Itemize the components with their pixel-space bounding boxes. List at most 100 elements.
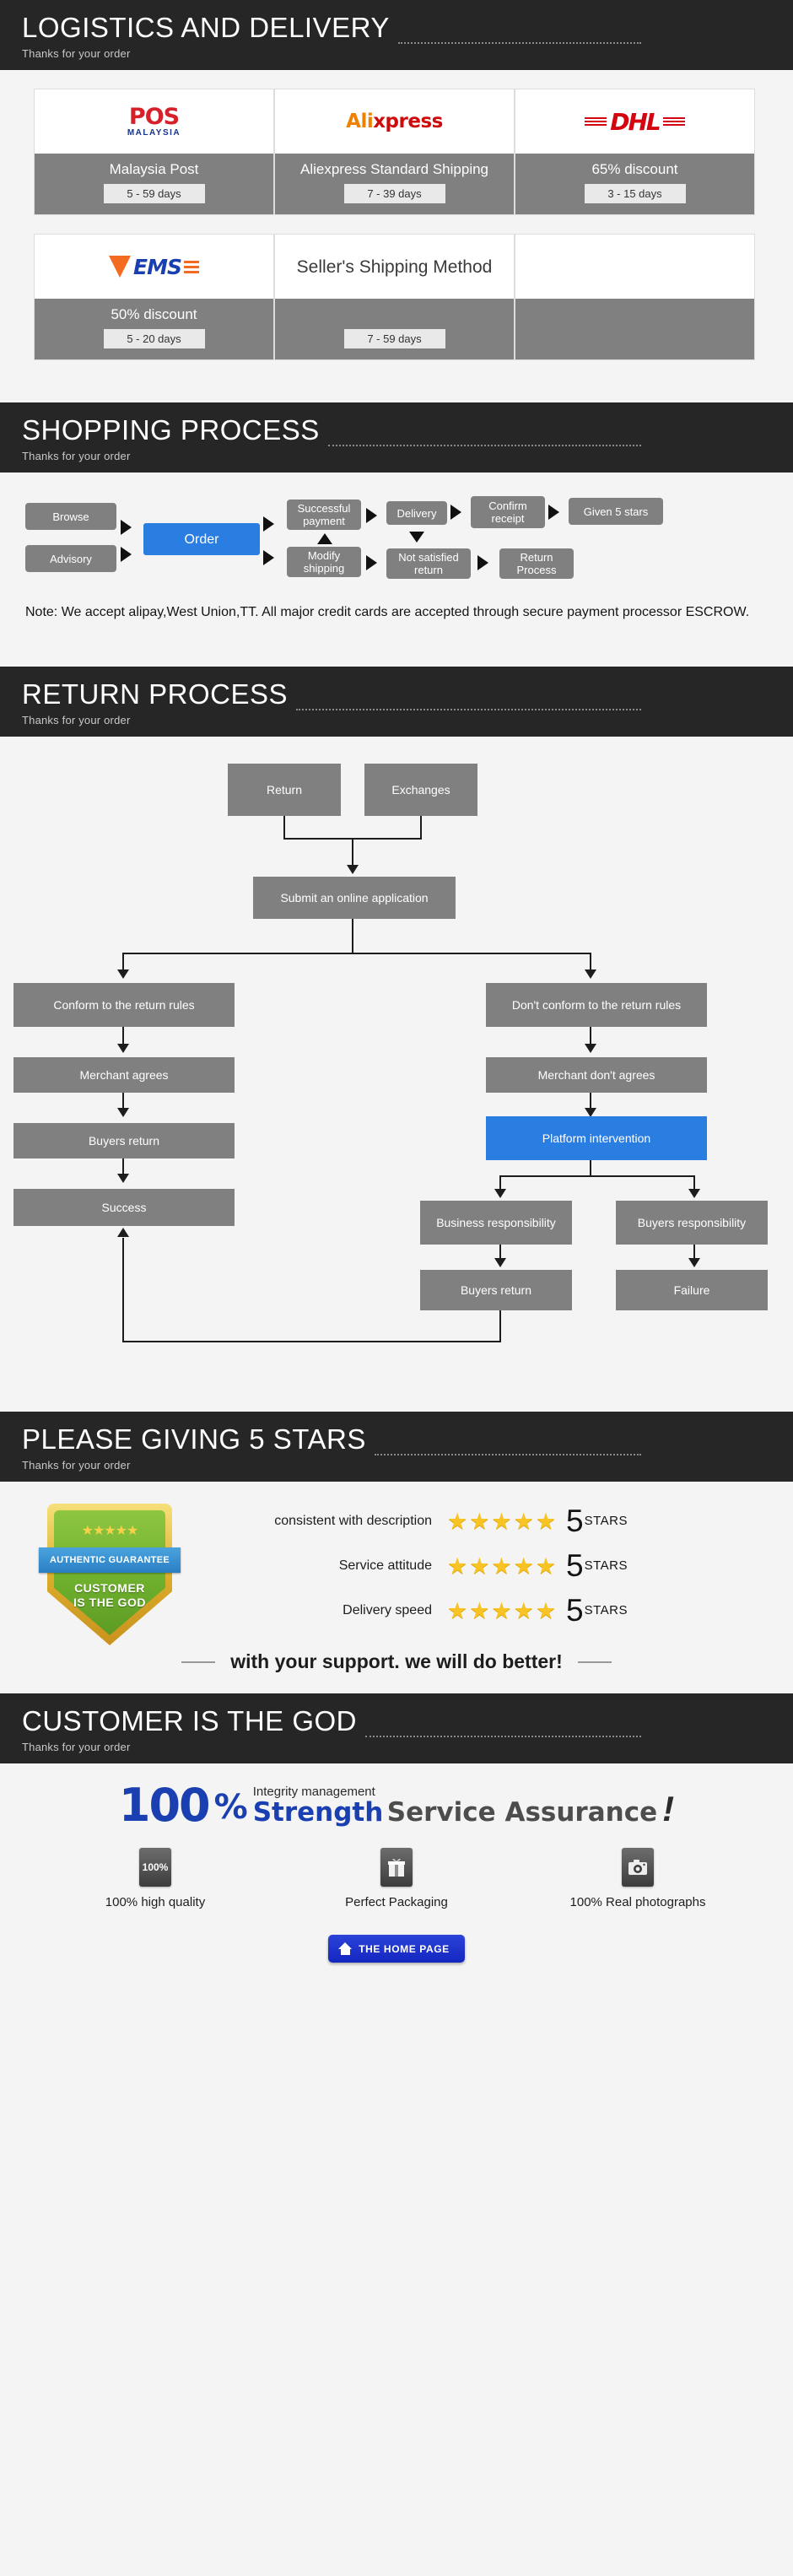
banner-subtitle: Thanks for your order: [22, 450, 131, 462]
divider-right: [577, 1661, 612, 1663]
arrow-down: [688, 1258, 700, 1267]
arrow-delivery-to-confirm: [450, 505, 461, 520]
badge-ribbon-text: AUTHENTIC GUARANTEE: [39, 1547, 181, 1573]
rating-unit: STARS: [584, 1558, 628, 1573]
ems-logo: EMS: [35, 235, 273, 299]
title-dotted-rule: [296, 699, 641, 710]
connector: [122, 953, 590, 954]
flow-node-browse: Browse: [25, 503, 116, 530]
arrow-order-to-payment: [263, 516, 274, 532]
arrow-down: [585, 1108, 596, 1117]
connector: [122, 1238, 124, 1342]
integrity-management-text: Integrity management: [252, 1785, 375, 1799]
divider-left: [181, 1661, 216, 1663]
connector: [499, 1310, 501, 1342]
flow-node-buyers-return-left: Buyers return: [13, 1123, 235, 1158]
shipping-option-aliexpress[interactable]: Alixpress Aliexpress Standard Shipping 7…: [274, 89, 515, 215]
connector: [499, 1245, 501, 1260]
connector: [352, 838, 353, 868]
home-page-button[interactable]: THE HOME PAGE: [328, 1935, 465, 1963]
flow-node-return: Return: [228, 764, 341, 816]
pos-logo-main: POS: [128, 104, 180, 130]
rating-value: 5: [566, 1548, 584, 1583]
table-row: POS MALAYSIA Malaysia Post 5 - 59 days A…: [34, 89, 759, 215]
connector: [590, 1093, 591, 1111]
pos-malaysia-logo: POS MALAYSIA: [35, 89, 273, 154]
feature-label: 100% high quality: [105, 1895, 206, 1909]
shipping-option-name: 50% discount: [111, 306, 197, 322]
sellers-shipping-method-text: Seller's Shipping Method: [296, 257, 493, 277]
payment-note: Note: We accept alipay,West Union,TT. Al…: [0, 599, 793, 645]
arrow-modify-to-notsatisfied: [366, 555, 377, 570]
rating-row: consistent with description ★★★★★ 5 STAR…: [194, 1505, 768, 1536]
arrow-browse-to-order: [121, 520, 132, 535]
badge-caption: CUSTOMER IS THE GOD: [47, 1581, 172, 1610]
section-banner-logistics: LOGISTICS AND DELIVERY Thanks for your o…: [0, 0, 793, 70]
rating-label: Service attitude: [338, 1558, 432, 1573]
rating-row: Service attitude ★★★★★ 5 STARS: [194, 1550, 768, 1581]
strength-text: Strength: [252, 1797, 384, 1828]
shipping-option-name: 65% discount: [591, 161, 678, 177]
title-dotted-rule: [374, 1444, 641, 1455]
rating-value: 5: [566, 1593, 584, 1628]
arrow-down: [585, 969, 596, 979]
rating-value: 5: [566, 1504, 584, 1538]
support-message: with your support. we will do better!: [0, 1650, 793, 1685]
flow-node-order: Order: [143, 523, 260, 555]
connector: [590, 1027, 591, 1047]
flow-node-dont-conform: Don't conform to the return rules: [486, 983, 707, 1027]
shipping-option-sellers-method[interactable]: Seller's Shipping Method 7 - 59 days: [274, 234, 515, 360]
connector: [590, 1160, 591, 1177]
flow-node-modify-shipping: Modify shipping: [287, 547, 361, 577]
arrow-advisory-to-order: [121, 547, 132, 562]
flow-node-platform-intervention: Platform intervention: [486, 1116, 707, 1160]
page-title: CUSTOMER IS THE GOD: [22, 1705, 357, 1736]
rating-label: consistent with description: [274, 1513, 432, 1528]
guarantee-headline: 100 % Integrity management Strength Serv…: [0, 1783, 793, 1828]
arrow-modify-to-payment: [317, 533, 332, 544]
ratings-section: ★★★★★ AUTHENTIC GUARANTEE CUSTOMER IS TH…: [0, 1482, 793, 1693]
shipping-option-name: [524, 305, 746, 323]
rating-unit: STARS: [584, 1514, 628, 1528]
shipping-methods-table: POS MALAYSIA Malaysia Post 5 - 59 days A…: [0, 70, 793, 402]
shipping-option-name: [283, 305, 505, 323]
connector: [499, 1175, 695, 1177]
product-description-page: LOGISTICS AND DELIVERY Thanks for your o…: [0, 0, 793, 1963]
camera-icon: [622, 1848, 654, 1887]
shipping-option-name: Aliexpress Standard Shipping: [299, 161, 489, 177]
shipping-option-dhl[interactable]: DHL 65% discount 3 - 15 days: [515, 89, 755, 215]
gift-box-icon: [380, 1848, 413, 1887]
arrow-up: [117, 1228, 129, 1237]
section-banner-god: CUSTOMER IS THE GOD Thanks for your orde…: [0, 1693, 793, 1763]
feature-list: 100% 100% high quality Perfect Packaging: [0, 1848, 793, 1909]
feature-packaging: Perfect Packaging: [312, 1848, 481, 1909]
shopping-process-diagram: Browse Advisory Order Successful payment…: [0, 473, 793, 667]
connector: [122, 1158, 124, 1177]
banner-subtitle: Thanks for your order: [22, 47, 131, 60]
ems-bars-icon: [183, 258, 199, 276]
connector: [283, 816, 285, 840]
rating-stars-icon: ★★★★★: [447, 1597, 558, 1623]
table-row: EMS 50% discount 5 - 20 days Seller's Sh…: [34, 234, 759, 360]
arrow-down: [585, 1044, 596, 1053]
service-assurance-text: Service Assurance: [386, 1797, 658, 1828]
arrow-down: [494, 1258, 506, 1267]
shipping-option-malaysia-post[interactable]: POS MALAYSIA Malaysia Post 5 - 59 days: [34, 89, 274, 215]
arrow-confirm-to-stars: [548, 505, 559, 520]
banner-subtitle: Thanks for your order: [22, 1459, 131, 1472]
flow-node-buyers-return-right: Buyers return: [420, 1270, 572, 1310]
arrow-down: [494, 1189, 506, 1198]
arrow-notsatisfied-to-returnprocess: [477, 555, 488, 570]
shipping-option-ems[interactable]: EMS 50% discount 5 - 20 days: [34, 234, 274, 360]
shipping-option-days: 7 - 59 days: [343, 329, 445, 348]
exclamation-mark: !: [662, 1789, 675, 1828]
arrow-delivery-to-notsatisfied: [409, 532, 424, 543]
ems-triangle-icon: [109, 256, 132, 278]
percent-symbol: %: [213, 1788, 248, 1827]
connector: [122, 1093, 124, 1111]
ems-logo-text: EMS: [133, 254, 182, 279]
badge-caption-line1: CUSTOMER: [74, 1581, 145, 1595]
flow-node-success: Success: [13, 1189, 235, 1226]
arrow-order-to-modify: [263, 550, 274, 565]
aliexpress-logo-ali: Ali: [346, 111, 374, 132]
